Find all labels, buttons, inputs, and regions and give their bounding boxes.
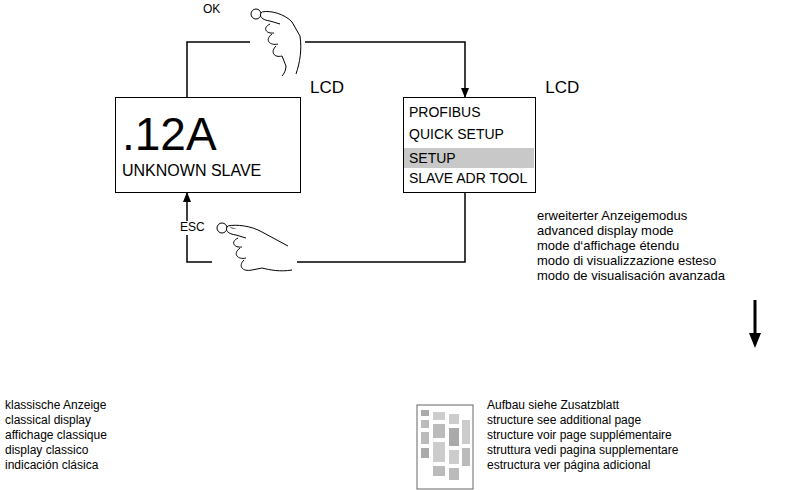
reference-note: struttura vedi pagina supplementare bbox=[487, 443, 678, 458]
display-status: UNKNOWN SLAVE bbox=[122, 162, 261, 180]
reference-note: structure see additional page bbox=[487, 413, 641, 428]
lcd-display-box: .12AUNKNOWN SLAVELCD bbox=[115, 97, 301, 193]
lcd-heading: LCD bbox=[310, 78, 344, 98]
mode-note: erweiterter Anzeigemodus bbox=[537, 208, 687, 223]
reference-note: Aufbau siehe Zusatzblatt bbox=[487, 398, 619, 413]
flow-arrow bbox=[187, 193, 465, 262]
mode-note: affichage classique bbox=[5, 428, 107, 443]
hand-ok bbox=[250, 9, 305, 76]
button-label: OK bbox=[203, 3, 220, 17]
lcd-heading: LCD bbox=[545, 78, 579, 98]
mode-note: klassische Anzeige bbox=[5, 398, 106, 413]
menu-item-selected: SETUP bbox=[404, 148, 534, 168]
mode-note: modo de visualisación avanzada bbox=[537, 268, 725, 283]
mode-note: classical display bbox=[5, 413, 91, 428]
page-thumbnail bbox=[417, 405, 473, 489]
hand-esc bbox=[212, 223, 297, 271]
mode-note: display classico bbox=[5, 443, 88, 458]
menu-item: SLAVE ADR TOOL bbox=[409, 170, 527, 186]
mode-note: indicación clásica bbox=[5, 458, 98, 473]
menu-item: PROFIBUS bbox=[409, 104, 481, 120]
button-label: ESC bbox=[180, 221, 205, 235]
menu-item: QUICK SETUP bbox=[409, 126, 504, 142]
display-value: .12A bbox=[122, 108, 217, 161]
reference-note: estructura ver página adicional bbox=[487, 458, 650, 473]
reference-note: structure voir page supplémentaire bbox=[487, 428, 672, 443]
mode-note: mode d‘affichage étendu bbox=[537, 238, 679, 253]
mode-note: advanced display mode bbox=[537, 223, 674, 238]
lcd-menu-box: PROFIBUSQUICK SETUPSETUPSLAVE ADR TOOLLC… bbox=[403, 97, 536, 193]
flow-arrow bbox=[187, 42, 465, 97]
down-arrow bbox=[749, 300, 761, 348]
mode-note: modo di visualizzazione esteso bbox=[537, 253, 716, 268]
